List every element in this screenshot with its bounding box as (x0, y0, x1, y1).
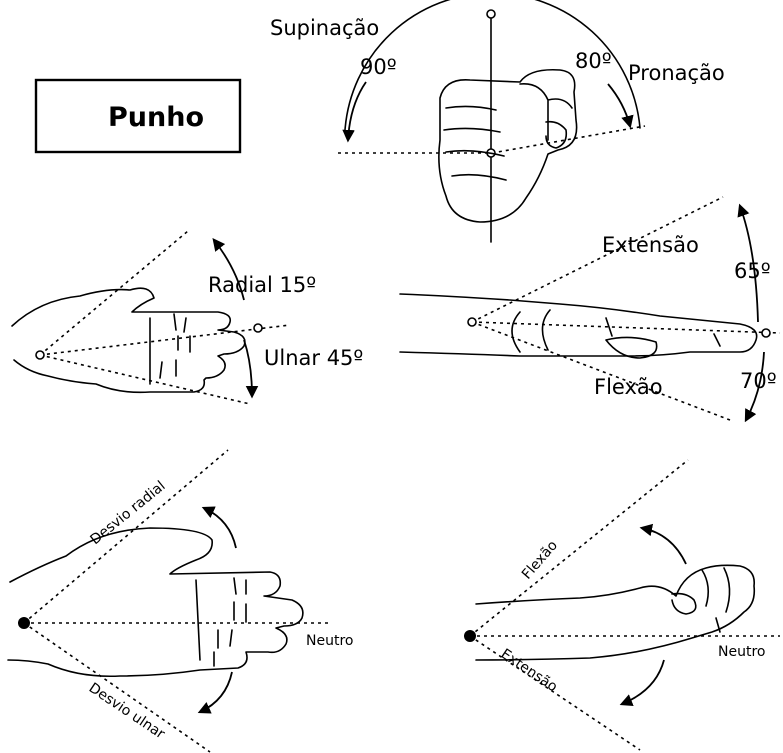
radial-ulnar-figure: Radial 15º Ulnar 45º (12, 231, 363, 404)
radial-value-label: Radial 15º (208, 273, 316, 297)
deviation-diagram: Desvio radial Desvio ulnar Neutro (8, 450, 353, 752)
supination-arrow (348, 82, 366, 140)
flexion-line (470, 460, 688, 636)
pivot-dot (18, 617, 30, 629)
flexion-value: 70º (740, 369, 777, 393)
pivot-marker (36, 351, 44, 359)
neutral-label: Neutro (718, 644, 765, 660)
neutral-label: Neutro (306, 633, 353, 649)
supination-label: Supinação (270, 16, 379, 40)
fist-illustration (439, 70, 577, 222)
radial-deviation-arrow (204, 508, 236, 548)
pivot-marker (468, 318, 476, 326)
flexion-label: Flexão (594, 375, 663, 399)
ulnar-deviation-line (24, 623, 210, 752)
extension-label: Extensão (602, 233, 699, 257)
flexext-diagram: Flexão Extensão Neutro (464, 460, 780, 750)
title-box: Punho (36, 80, 240, 152)
supination-value: 90º (360, 55, 397, 79)
flexion-label: Flexão (519, 538, 561, 583)
radial-deviation-label: Desvio radial (87, 478, 168, 548)
flexion-extension-figure: Extensão 65º Flexão 70º (400, 197, 780, 420)
title-text: Punho (108, 102, 204, 133)
hand-palm-illustration (12, 288, 245, 392)
pivot-dot (464, 630, 476, 642)
neutral-axis-line (40, 325, 290, 355)
top-marker (487, 10, 495, 18)
hand-palm-illustration (8, 528, 303, 676)
ulnar-deviation-label: Desvio ulnar (86, 680, 168, 743)
pronation-value: 80º (575, 49, 612, 73)
extension-limit-line (472, 197, 723, 322)
radial-limit-line (40, 231, 188, 355)
extension-label: Extensão (498, 646, 560, 695)
neutral-marker (254, 324, 262, 332)
hand-side-illustration (476, 565, 754, 660)
pronosupination-figure: Supinação 90º 80º Pronação (270, 0, 725, 242)
ulnar-value-label: Ulnar 45º (264, 346, 363, 370)
pronation-label: Pronação (628, 61, 725, 85)
ulnar-arrow (244, 340, 252, 396)
ulnar-deviation-arrow (200, 672, 232, 712)
flexion-arrow (642, 528, 686, 564)
pronation-arrow (608, 84, 630, 126)
extension-line (470, 636, 640, 750)
extension-value: 65º (734, 259, 771, 283)
ulnar-limit-line (40, 355, 250, 404)
flexion-limit-line (472, 322, 730, 420)
pronation-reference-line (492, 126, 645, 153)
neutral-marker (762, 329, 770, 337)
extension-arrow (622, 660, 664, 704)
